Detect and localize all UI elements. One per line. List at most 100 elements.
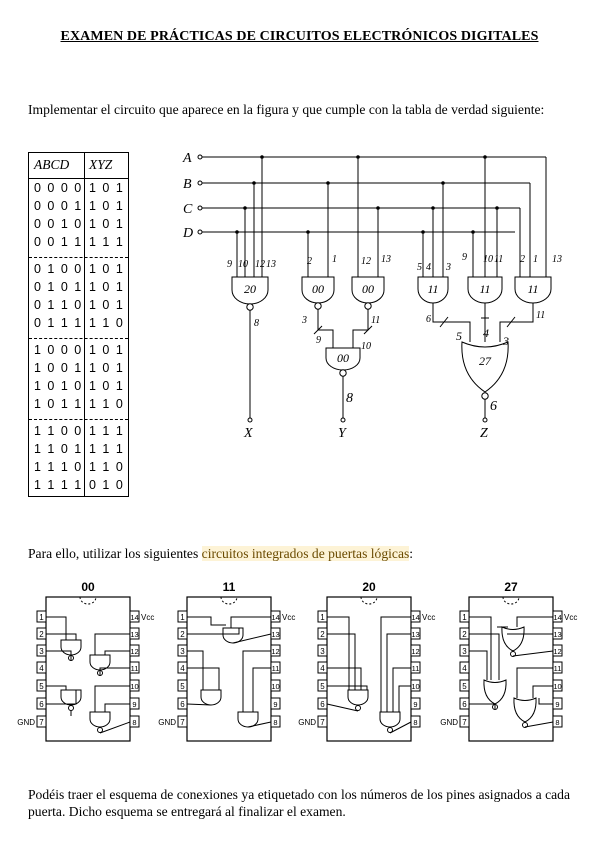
pin-number: 8 <box>555 718 559 727</box>
pin-number: 1 <box>180 613 185 622</box>
vcc-label: Vcc <box>282 613 295 622</box>
row-inputs: 0 1 0 0 <box>34 262 83 276</box>
pin-number: 5 <box>39 682 44 691</box>
pin-number: 1 <box>320 613 325 622</box>
pin-number: 8 <box>254 318 259 329</box>
truth-table-row: 0 1 0 1 1 0 1 <box>29 279 128 297</box>
pin-number: 11 <box>131 664 139 673</box>
row-inputs: 1 0 0 0 <box>34 343 83 357</box>
pin-number: 3 <box>320 647 325 656</box>
output-label-x: X <box>243 426 253 440</box>
pin-number: 6 <box>320 700 325 709</box>
pin-number: 11 <box>494 254 503 265</box>
pin-number: 2 <box>520 254 525 265</box>
row-inputs: 0 0 1 1 <box>34 235 83 249</box>
row-outputs: 1 1 1 <box>89 424 125 438</box>
group-separator <box>29 338 128 339</box>
pin-number: 13 <box>130 630 138 639</box>
pin-number: 11 <box>371 315 380 326</box>
pin-number: 10 <box>238 259 248 270</box>
pin-number: 6 <box>490 399 497 414</box>
row-outputs: 1 1 0 <box>89 316 125 330</box>
vcc-label: Vcc <box>422 613 435 622</box>
row-inputs: 0 1 0 1 <box>34 280 83 294</box>
pin-number: 13 <box>381 254 391 265</box>
row-outputs: 1 0 1 <box>89 181 125 195</box>
para2-end: : <box>409 546 414 561</box>
pin-number: 10 <box>271 682 279 691</box>
row-inputs: 1 1 0 0 <box>34 424 83 438</box>
row-outputs: 1 0 1 <box>89 217 125 231</box>
row-inputs: 1 0 0 1 <box>34 361 83 375</box>
pin-number: 3 <box>502 334 509 348</box>
row-inputs: 0 1 1 1 <box>34 316 83 330</box>
pin-number: 11 <box>272 664 280 673</box>
pin-number: 7 <box>320 718 325 727</box>
pin-number: 2 <box>307 256 312 267</box>
row-inputs: 0 0 0 0 <box>34 181 83 195</box>
pin-number: 13 <box>552 254 562 265</box>
pin-number: 13 <box>271 630 279 639</box>
chips-paragraph: Para ello, utilizar los siguientes circu… <box>28 545 570 562</box>
pin-number: 3 <box>462 647 467 656</box>
pin-number: 9 <box>555 700 559 709</box>
row-inputs: 0 0 1 0 <box>34 217 83 231</box>
pin-number: 10 <box>361 341 371 352</box>
row-outputs: 1 0 1 <box>89 262 125 276</box>
pin-number: 6 <box>39 700 44 709</box>
truth-table-row: 1 1 0 0 1 1 1 <box>29 423 128 441</box>
page-title: EXAMEN DE PRÁCTICAS DE CIRCUITOS ELECTRÓ… <box>60 29 539 44</box>
pin-number: 1 <box>462 613 467 622</box>
row-outputs: 1 0 1 <box>89 298 125 312</box>
chip-name: 11 <box>223 580 236 594</box>
row-inputs: 1 1 0 1 <box>34 442 83 456</box>
truth-table-row: 0 0 1 1 1 1 1 <box>29 234 128 252</box>
row-inputs: 1 1 1 0 <box>34 460 83 474</box>
row-outputs: 1 0 1 <box>89 280 125 294</box>
pin-number: 14 <box>271 613 279 622</box>
pin-number: 13 <box>266 259 276 270</box>
input-label-b: B <box>183 177 192 192</box>
pin-number: 6 <box>426 314 431 325</box>
row-outputs: 1 1 1 <box>89 442 125 456</box>
truth-table-row: 1 1 1 0 1 1 0 <box>29 459 128 477</box>
pin-number: 8 <box>132 718 136 727</box>
pin-number: 4 <box>462 664 467 673</box>
output-label-z: Z <box>480 426 488 440</box>
pin-number: 6 <box>180 700 185 709</box>
pin-number: 4 <box>180 664 185 673</box>
pin-number: 4 <box>320 664 325 673</box>
pin-number: 8 <box>346 391 353 406</box>
pin-number: 11 <box>536 310 545 321</box>
row-outputs: 0 1 0 <box>89 478 125 492</box>
row-outputs: 1 0 1 <box>89 199 125 213</box>
gnd-label: GND <box>158 718 176 727</box>
row-outputs: 1 0 1 <box>89 379 125 393</box>
gate-label: 11 <box>527 282 538 296</box>
pin-number: 5 <box>462 682 467 691</box>
gate-label: 00 <box>312 282 324 296</box>
pin-number: 1 <box>332 254 337 265</box>
row-outputs: 1 1 0 <box>89 460 125 474</box>
input-label-c: C <box>183 202 193 217</box>
para2-text: Para ello, utilizar los siguientes <box>28 546 202 561</box>
row-outputs: 1 0 1 <box>89 343 125 357</box>
highlighted-phrase: circuitos integrados de puertas lógicas <box>201 546 410 561</box>
pin-number: 12 <box>411 647 419 656</box>
pin-number: 14 <box>411 613 419 622</box>
circuit-diagram: A B C D X Y Z 20 00 00 11 11 11 00 27 9 … <box>182 151 562 440</box>
header-outputs: XYZ <box>89 157 113 172</box>
pin-number: 2 <box>180 630 185 639</box>
pin-number: 10 <box>130 682 138 691</box>
pin-number: 10 <box>411 682 419 691</box>
gnd-label: GND <box>298 718 316 727</box>
pin-number: 4 <box>426 262 431 273</box>
row-outputs: 1 1 1 <box>89 235 125 249</box>
